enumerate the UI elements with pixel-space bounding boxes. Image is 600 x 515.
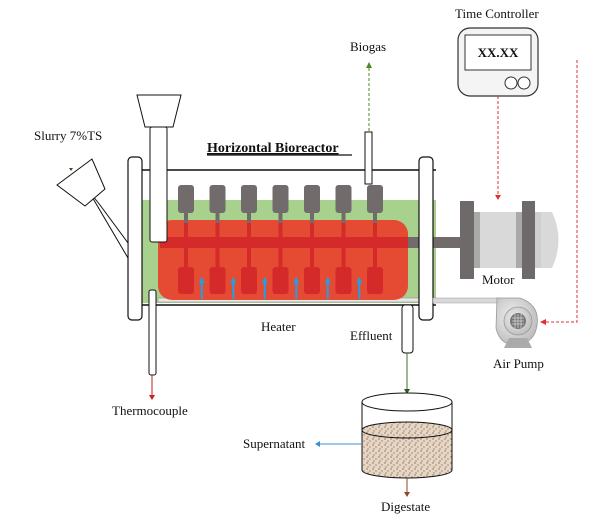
digestate-tank xyxy=(361,392,453,479)
impeller xyxy=(241,185,257,294)
effluent-label: Effluent xyxy=(350,328,393,343)
controller-button-1 xyxy=(504,76,518,90)
motor-label: Motor xyxy=(482,272,515,287)
arrowhead-icon xyxy=(404,492,410,497)
impeller xyxy=(335,185,352,294)
pump-grille-icon xyxy=(512,314,524,328)
reactor-title: Horizontal Bioreactor xyxy=(207,141,339,156)
thermocouple-probe xyxy=(148,289,157,376)
arrowhead-icon xyxy=(540,319,546,325)
heat-arrow-icon xyxy=(198,277,205,299)
time-controller: Time Controller XX.XX xyxy=(455,6,539,97)
heat-arrow-icon xyxy=(261,277,268,299)
arrowhead-icon xyxy=(495,195,501,200)
arrowhead-icon xyxy=(149,395,155,400)
controller-button-2 xyxy=(517,76,531,90)
biogas-label: Biogas xyxy=(350,39,386,54)
controller-display-value: XX.XX xyxy=(478,45,519,60)
impeller xyxy=(367,185,383,294)
impeller xyxy=(209,185,226,294)
arrowhead-icon xyxy=(366,62,372,68)
feed-funnel xyxy=(136,94,182,243)
effluent-pipe xyxy=(401,304,414,354)
air-line xyxy=(432,297,502,304)
heat-arrow-icon xyxy=(356,277,363,299)
thermocouple-label: Thermocouple xyxy=(112,403,188,418)
motor xyxy=(460,201,559,279)
biogas-port xyxy=(364,131,373,185)
heat-arrow-group xyxy=(198,277,363,299)
heater-label: Heater xyxy=(261,319,296,334)
heat-arrow-icon xyxy=(324,277,331,299)
digestate-label: Digestate xyxy=(381,499,430,514)
heat-arrow-icon xyxy=(230,277,237,299)
impeller xyxy=(178,185,194,294)
controller-display xyxy=(464,34,532,71)
impeller xyxy=(272,185,289,294)
slurry-inlet xyxy=(56,158,129,260)
right-flange xyxy=(418,156,434,321)
controller-to-pump-line xyxy=(545,60,578,323)
air-pump xyxy=(495,297,538,348)
shaft-external xyxy=(408,237,460,248)
left-flange xyxy=(127,156,143,321)
slurry-label: Slurry 7%TS xyxy=(34,128,102,143)
arrowhead-icon xyxy=(315,441,320,447)
time-controller-label: Time Controller xyxy=(455,6,539,21)
arrowhead-icon xyxy=(69,168,73,171)
supernatant-label: Supernatant xyxy=(243,436,305,451)
arrowhead-icon xyxy=(404,389,410,394)
heat-arrow-icon xyxy=(293,277,300,299)
impeller-group xyxy=(178,185,383,294)
air-pump-label: Air Pump xyxy=(493,356,544,371)
impeller xyxy=(304,185,320,294)
